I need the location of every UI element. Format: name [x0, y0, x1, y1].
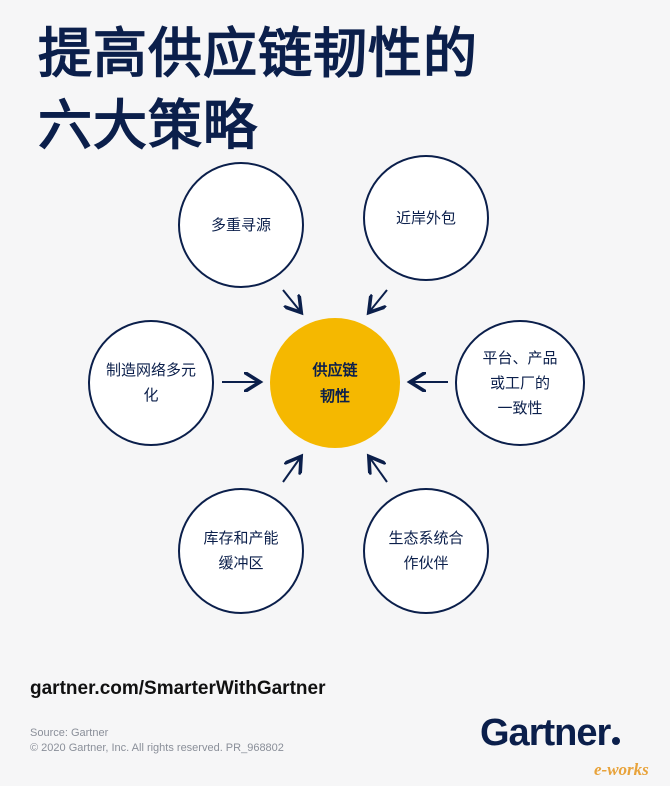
node-multi-sourcing: 多重寻源 — [178, 162, 304, 288]
logo-dot — [612, 737, 621, 745]
arrow-bottom-left — [282, 458, 300, 483]
gartner-logo: Gartner — [480, 712, 621, 755]
title-line-2: 六大策略 — [38, 94, 258, 157]
node-label: 平台、产品 或工厂的 一致性 — [482, 348, 558, 417]
arrow-bottom-right — [370, 458, 388, 483]
center-label: 供应链 韧性 — [312, 361, 358, 405]
node-consistency: 平台、产品 或工厂的 一致性 — [455, 320, 585, 446]
source-url: gartner.com/SmarterWithGartner — [30, 678, 326, 699]
page-title: 提高供应链韧性的 六大策略 — [38, 18, 478, 162]
node-label: 近岸外包 — [395, 208, 456, 227]
node-network-diversification: 制造网络多元 化 — [88, 320, 214, 446]
node-label: 库存和产能 缓冲区 — [203, 529, 279, 572]
title-line-1: 提高供应链韧性的 — [38, 22, 478, 85]
node-nearshoring: 近岸外包 — [363, 155, 489, 281]
node-label: 多重寻源 — [210, 215, 271, 234]
source-note: Source: Gartner © 2020 Gartner, Inc. All… — [30, 726, 284, 756]
node-inventory-buffer: 库存和产能 缓冲区 — [178, 488, 304, 614]
copyright-line: © 2020 Gartner, Inc. All rights reserved… — [30, 742, 284, 754]
center-node: 供应链 韧性 — [270, 318, 400, 448]
arrow-top-left — [282, 289, 300, 311]
eworks-watermark: e-works — [594, 760, 649, 779]
arrow-top-right — [370, 289, 388, 311]
node-label: 制造网络多元 化 — [105, 361, 196, 404]
node-label: 生态系统合 作伙伴 — [388, 529, 464, 572]
logo-text: Gartner — [480, 712, 611, 754]
source-line: Source: Gartner — [30, 727, 109, 739]
node-ecosystem-partners: 生态系统合 作伙伴 — [363, 488, 489, 614]
